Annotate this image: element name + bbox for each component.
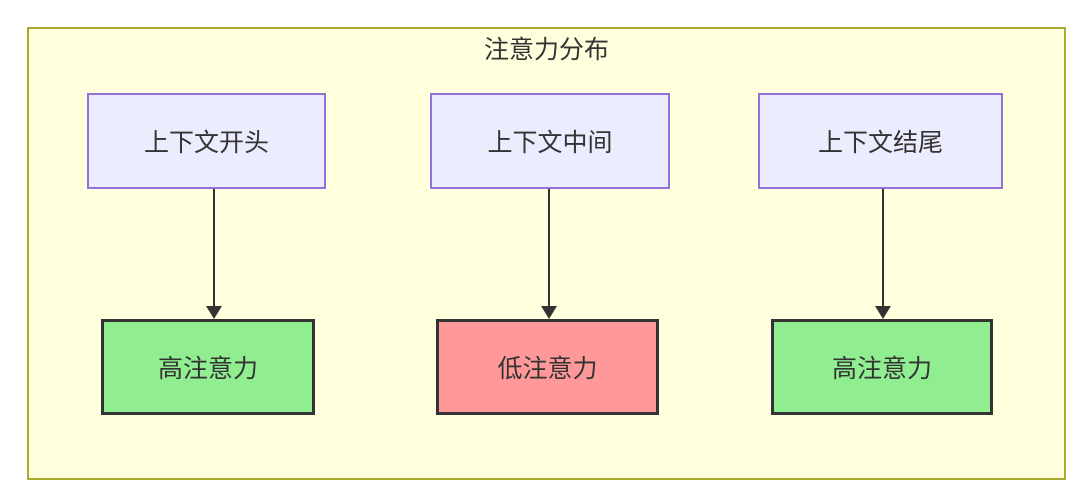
node-low-attention-label: 低注意力 [497,354,598,383]
node-high-attention-1: 高注意力 [101,319,315,415]
node-context-end-label: 上下文结尾 [817,128,943,157]
attention-distribution-cluster: 注意力分布 上下文开头 上下文中间 上下文结尾 高注意力 低注意力 高注意力 [27,27,1066,480]
cluster-title: 注意力分布 [483,35,609,64]
arrow-down-icon [206,189,222,319]
node-context-beginning-label: 上下文开头 [143,128,269,157]
node-context-middle: 上下文中间 [430,93,670,189]
node-high-attention-1-label: 高注意力 [157,354,258,383]
node-high-attention-2-label: 高注意力 [831,354,932,383]
arrow-down-icon [541,189,557,319]
node-high-attention-2: 高注意力 [771,319,993,415]
node-context-end: 上下文结尾 [758,93,1003,189]
node-low-attention: 低注意力 [436,319,659,415]
node-context-beginning: 上下文开头 [87,93,326,189]
arrow-down-icon [875,189,891,319]
node-context-middle-label: 上下文中间 [487,128,613,157]
